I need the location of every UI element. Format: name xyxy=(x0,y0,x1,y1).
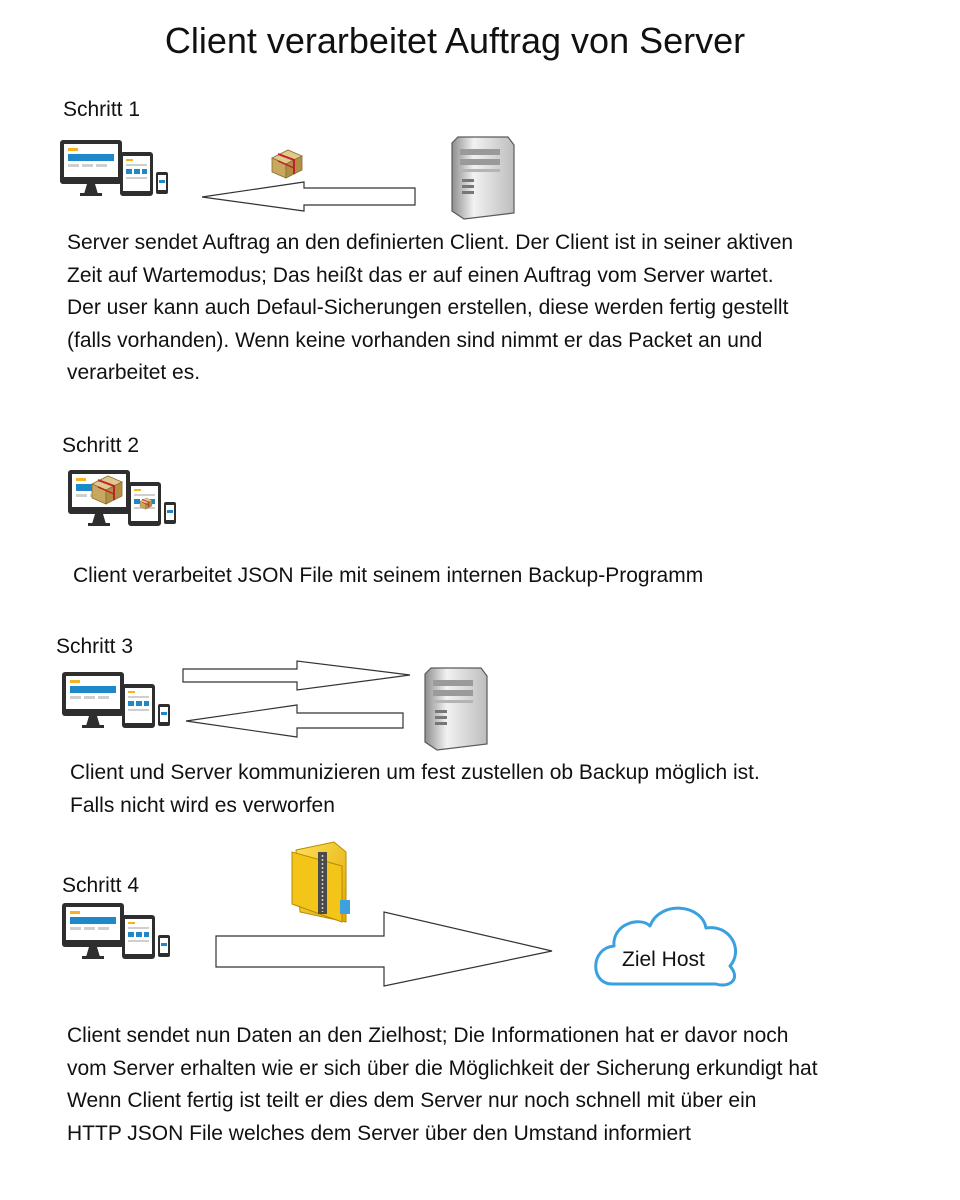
step4-zip-folder-icon xyxy=(291,841,350,923)
step4-arrow-icon xyxy=(215,911,553,987)
step4-devices-icon xyxy=(62,903,170,959)
step3-server-icon xyxy=(424,667,488,751)
step4-description: Client sendet nun Daten an den Zielhost;… xyxy=(67,1024,818,1145)
step1-devices-icon xyxy=(60,140,168,196)
step1-package-icon xyxy=(271,149,303,179)
step3-arrow-right-icon xyxy=(182,660,411,691)
step1-label: Schritt 1 xyxy=(63,98,141,121)
step3-description: Client und Server kommunizieren um fest … xyxy=(70,761,760,817)
cloud-icon xyxy=(594,906,737,987)
step2-devices-icon xyxy=(68,470,176,526)
step3-arrow-left-icon xyxy=(185,704,404,738)
step3-label: Schritt 3 xyxy=(56,635,134,658)
cloud-label: Ziel Host xyxy=(622,948,705,971)
step2-description: Client verarbeitet JSON File mit seinem … xyxy=(73,564,704,587)
step1-server-icon xyxy=(451,136,515,220)
page-title: Client verarbeitet Auftrag von Server xyxy=(164,20,746,61)
step4-label: Schritt 4 xyxy=(62,874,140,897)
step2-label: Schritt 2 xyxy=(62,434,140,457)
step3-devices-icon xyxy=(62,672,170,728)
step1-description: Server sendet Auftrag an den definierten… xyxy=(67,231,794,384)
step1-arrow-icon xyxy=(201,181,416,212)
